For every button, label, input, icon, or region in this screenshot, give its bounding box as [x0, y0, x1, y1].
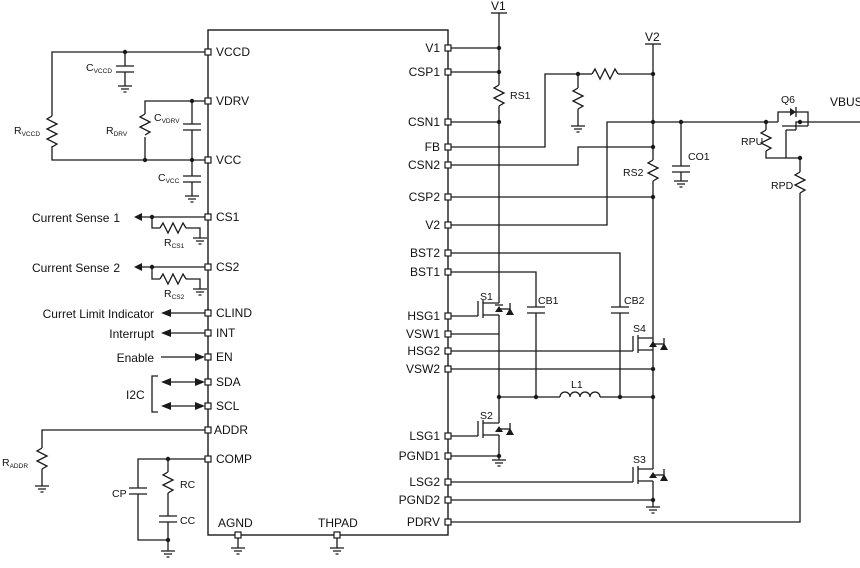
v1-rail-label: V1 [491, 0, 506, 13]
s4-mosfet [451, 335, 668, 353]
label-rs1: RS1 [510, 90, 531, 102]
vccd-network [45, 49, 205, 161]
left-pin-boxes [204, 48, 212, 463]
pin-bst1: BST1 [410, 265, 440, 279]
pin-vcc: VCC [216, 153, 242, 167]
pin-pdrv: PDRV [407, 515, 440, 529]
pin-csn1: CSN1 [408, 115, 440, 129]
label-r-drv: RDRV [106, 125, 128, 138]
label-r-vccd: RVCCD [14, 125, 40, 138]
label-rpu: RPU [741, 136, 763, 148]
agnd-pin-box [234, 531, 242, 539]
vsw1-trace [451, 330, 500, 397]
vcc-cap [183, 160, 201, 203]
label-r-cs2: RCS2 [164, 288, 185, 301]
pin-hsg2: HSG2 [407, 344, 440, 358]
label-c-vcc: CVCC [158, 172, 180, 185]
agnd-ground [231, 538, 245, 555]
pin-comp: COMP [216, 452, 252, 466]
label-q6: Q6 [781, 94, 795, 106]
fb-divider [451, 67, 653, 148]
pin-lsg1: LSG1 [409, 429, 440, 443]
current-sense-1-network [134, 213, 207, 245]
pin-addr: ADDR [214, 423, 248, 437]
pin-lsg2: LSG2 [409, 475, 440, 489]
label-cc: CC [180, 515, 196, 527]
vbus-label: VBUS [830, 95, 860, 109]
comp-network [129, 456, 205, 558]
label-c-vccd: CVCCD [86, 62, 112, 75]
ic-body [207, 29, 449, 536]
label-r-cs1: RCS1 [164, 237, 185, 250]
vbus-output [451, 107, 860, 523]
pin-thpad: THPAD [318, 516, 358, 530]
pin-bst2: BST2 [410, 246, 440, 260]
label-s4: S4 [633, 323, 646, 335]
label-s1: S1 [480, 291, 493, 303]
label-c-vdrv: CVDRV [154, 112, 180, 125]
pin-v2: V2 [425, 218, 440, 232]
current-limit-label: Curret Limit Indicator [43, 307, 154, 321]
label-rpd: RPD [771, 180, 794, 192]
pin-pgnd2: PGND2 [399, 493, 441, 507]
enable-label: Enable [117, 351, 155, 365]
label-cb2: CB2 [624, 295, 645, 307]
v2-rail [645, 43, 661, 372]
pin-en: EN [216, 350, 233, 364]
pin-sda: SDA [216, 375, 241, 389]
io-arrows [151, 309, 205, 413]
switch-nodes [496, 372, 656, 460]
label-r-addr: RADDR [2, 457, 28, 470]
label-rc: RC [180, 479, 196, 491]
pin-v1: V1 [425, 41, 440, 55]
label-s3: S3 [633, 454, 646, 466]
pin-hsg1: HSG1 [407, 309, 440, 323]
label-co1: CO1 [688, 151, 710, 163]
pin-vccd: VCCD [216, 45, 250, 59]
pin-csp2: CSP2 [409, 190, 441, 204]
vdrv-network [138, 98, 205, 163]
bootstrap-caps [451, 252, 629, 397]
pin-vsw2: VSW2 [406, 362, 440, 376]
s1-mosfet [451, 293, 514, 330]
pin-scl: SCL [216, 399, 240, 413]
label-rs2: RS2 [623, 167, 644, 179]
label-l1: L1 [571, 379, 583, 391]
pin-pgnd1: PGND1 [399, 449, 441, 463]
v2-rail-label: V2 [645, 30, 660, 44]
pin-cs2: CS2 [216, 260, 240, 274]
thpad-ground [330, 538, 344, 555]
pin-vsw1: VSW1 [406, 327, 440, 341]
pin-int: INT [216, 326, 236, 340]
pin-csp1: CSP1 [409, 65, 441, 79]
pin-csn2: CSN2 [408, 158, 440, 172]
pin-clind: CLIND [216, 306, 252, 320]
pin-cs1: CS1 [216, 210, 240, 224]
i2c-label: I2C [126, 388, 145, 402]
label-s2: S2 [480, 410, 493, 422]
label-cb1: CB1 [538, 295, 559, 307]
pin-vdrv: VDRV [216, 94, 249, 108]
pin-fb: FB [425, 140, 440, 154]
addr-network [35, 429, 205, 493]
v1-rail [451, 12, 507, 293]
thpad-pin-box [333, 531, 341, 539]
pin-agnd: AGND [218, 516, 253, 530]
interrupt-label: Interrupt [109, 327, 154, 341]
s2-mosfet [451, 420, 514, 467]
current-sense-2-network [134, 263, 207, 296]
label-cp: CP [112, 488, 127, 500]
s3-mosfet [451, 460, 668, 514]
sense-traces-2 [451, 121, 653, 226]
